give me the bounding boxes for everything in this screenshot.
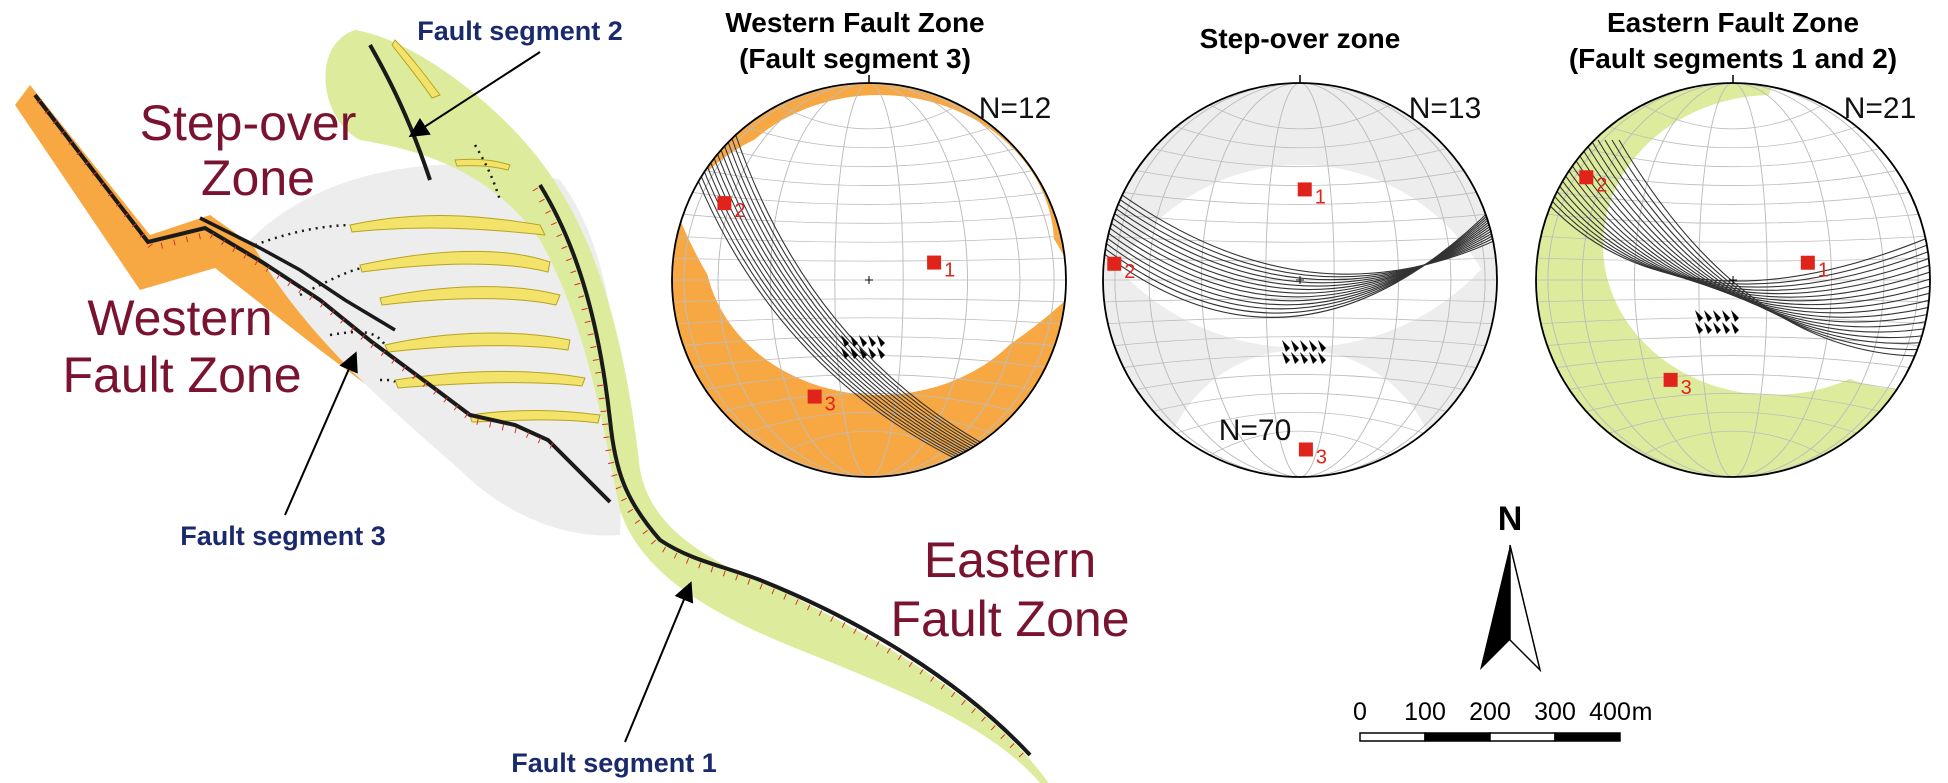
stress-axis-3-marker — [1298, 442, 1313, 457]
north-arrow: N — [1480, 500, 1542, 673]
western-zone-label-line2: Fault Zone — [62, 347, 301, 403]
scale-tick-100: 100 — [1404, 698, 1446, 726]
slip-lineation-arrows — [1282, 340, 1326, 364]
stereonet-total-n-count: N=70 — [1219, 414, 1292, 447]
fault-segment-2-leader — [408, 51, 541, 138]
stereonet-title-line-2: (Fault segments 1 and 2) — [1569, 43, 1897, 74]
stress-axis-2-marker — [717, 196, 732, 211]
stress-axis-2-marker — [1107, 256, 1122, 271]
stereonet-n-count: N=13 — [1409, 92, 1482, 125]
western-lower-shaded-sector — [672, 200, 1066, 477]
stress-axis-3-label: 3 — [825, 394, 836, 416]
stereonet-title-line-1: Western Fault Zone — [725, 7, 984, 38]
western-splay-trace — [199, 216, 396, 332]
fracture-bands — [349, 39, 601, 424]
stress-axis-1-marker — [1800, 255, 1815, 270]
stress-axis-3-label: 3 — [1681, 377, 1692, 399]
stepover-shaded-cap — [1103, 83, 1497, 300]
stereonet-n-count: N=21 — [1844, 92, 1917, 125]
stress-axis-3-label: 3 — [1316, 446, 1327, 468]
stress-axis-3-marker — [1663, 372, 1678, 387]
fault-segment-2-label: Fault segment 2 — [417, 16, 623, 46]
north-arrow-light-half — [1509, 544, 1542, 673]
fault-segment-1-leader — [624, 581, 694, 743]
stepover-zone-label-line2: Zone — [201, 150, 315, 206]
stress-axis-2-label: 2 — [1596, 174, 1607, 196]
slip-lineation-arrows — [841, 335, 885, 359]
scale-tick-300: 300 — [1534, 698, 1576, 726]
stereonet-title-line-1: Step-over zone — [1200, 23, 1401, 54]
eastern-zone-label-line2: Fault Zone — [890, 591, 1129, 647]
scale-tick-400: 400 — [1589, 698, 1631, 726]
eastern-zone-label-line1: Eastern — [924, 532, 1096, 588]
stress-axis-1-label: 1 — [1315, 186, 1326, 208]
fault-segment-1-label: Fault segment 1 — [511, 748, 717, 778]
scale-unit: m — [1632, 698, 1653, 726]
stereonet-title-line-2: (Fault segment 3) — [739, 43, 971, 74]
stereonet-eastern: Eastern Fault Zone (Fault segments 1 and … — [1535, 7, 1931, 478]
stress-axis-3-marker — [807, 389, 822, 404]
fault-segment-3-trace — [33, 93, 612, 504]
fault-segment-1-trace — [538, 183, 1032, 757]
stress-axis-1-marker — [927, 255, 942, 270]
stress-axis-1-marker — [1297, 182, 1312, 197]
scale-tick-200: 200 — [1469, 698, 1511, 726]
north-arrow-dark-half — [1480, 545, 1510, 670]
stereonet-n-count: N=12 — [979, 92, 1052, 125]
stress-axis-1-label: 1 — [1818, 260, 1829, 282]
fault-plane-great-circles — [1103, 180, 1497, 318]
fault-segment-3-label: Fault segment 3 — [180, 521, 386, 551]
stereonet-western: Western Fault Zone (Fault segment 3) N=12 1… — [671, 7, 1067, 478]
western-zone-label-line1: Western — [87, 290, 272, 346]
eastern-fault-zone-band — [325, 30, 1049, 783]
stereonet-title-line-1: Eastern Fault Zone — [1607, 7, 1859, 38]
fault-plane-great-circles — [678, 129, 1035, 471]
scale-bar: 0 100 200 300 400 m — [1353, 698, 1653, 742]
stress-axis-1-label: 1 — [944, 260, 955, 282]
fault-segment-3-leader — [284, 351, 358, 516]
stepover-zone-label-line1: Step-over — [140, 95, 357, 151]
stress-axis-2-label: 2 — [734, 200, 745, 222]
stress-axis-2-marker — [1579, 170, 1594, 185]
north-arrow-label: N — [1498, 500, 1523, 538]
stress-axis-2-label: 2 — [1124, 261, 1135, 283]
fault-segment-2-trace — [368, 44, 432, 181]
scale-tick-0: 0 — [1353, 698, 1367, 726]
slip-lineation-arrows — [1695, 310, 1739, 334]
